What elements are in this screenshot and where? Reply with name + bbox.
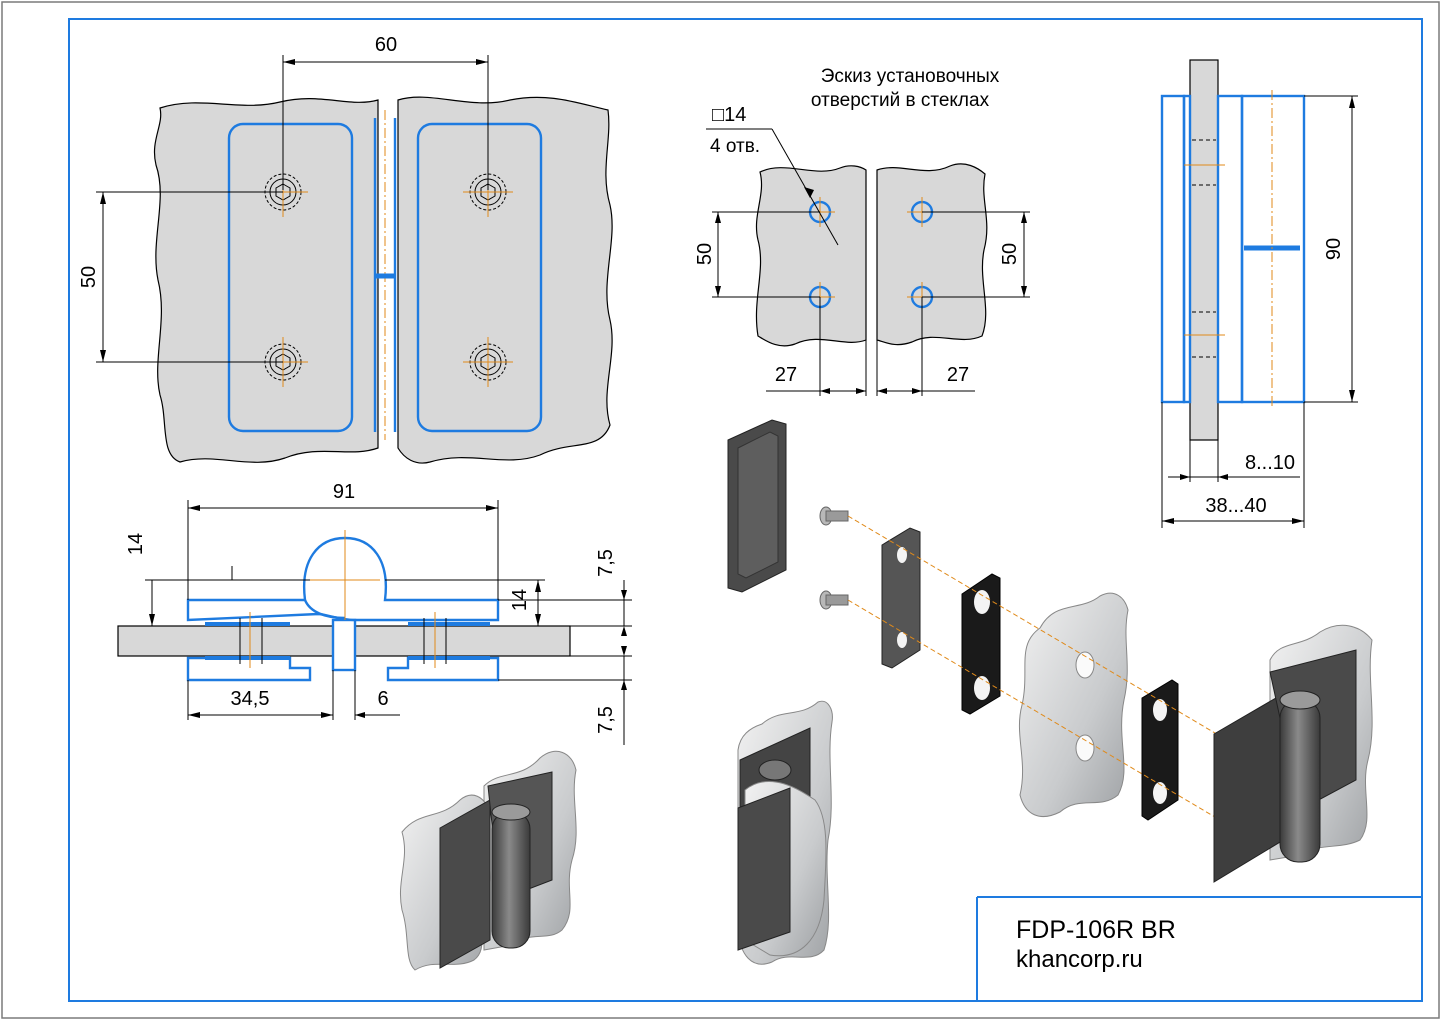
assembled-view-front — [399, 750, 577, 971]
title-block: FDP-106R BR khancorp.ru — [976, 896, 1422, 1001]
dim-50-sketch-right: 50 — [999, 243, 1021, 265]
gasket-left — [961, 573, 1001, 715]
glass-panel-left — [154, 98, 379, 463]
glass-piece — [1018, 592, 1129, 817]
sketch-title-line1: Эскиз установочных — [821, 66, 1000, 87]
dim-50-front: 50 — [78, 266, 100, 288]
dim-50-sketch-left: 50 — [694, 243, 716, 265]
section-view: 91 14 14 7,5 7,5 34,5 6 — [117, 481, 632, 745]
dim-60: 60 — [375, 34, 397, 56]
dim-7-5-bottom: 7,5 — [595, 706, 617, 734]
dim-6: 6 — [377, 688, 388, 710]
front-view: 60 50 — [78, 34, 613, 464]
dim-38-40: 38...40 — [1205, 495, 1266, 517]
dim-8-10: 8...10 — [1245, 452, 1295, 474]
hole-count-label: 4 отв. — [710, 136, 760, 157]
gasket-right — [1141, 679, 1179, 821]
dim-14-plate: 14 — [509, 589, 531, 611]
assembled-view-back — [737, 700, 833, 965]
screw-hole-bottom-right — [463, 337, 513, 387]
glass-panel-right — [397, 96, 613, 464]
screw-bottom — [819, 590, 849, 610]
hinge-plate-left — [227, 122, 354, 433]
dim-34-5: 34,5 — [231, 688, 270, 710]
sketch-glass-left — [755, 165, 867, 347]
side-view: 90 8...10 38...40 — [1160, 59, 1358, 528]
dim-14-knuckle: 14 — [125, 533, 147, 555]
hinge-body — [1213, 624, 1373, 883]
hole-size-label: □14 — [712, 104, 746, 126]
sketch-title-line2: отверстий в стеклах — [811, 90, 990, 111]
screw-top — [819, 506, 849, 526]
website: khancorp.ru — [1016, 946, 1143, 973]
model-name: FDP-106R BR — [1016, 916, 1176, 944]
sketch-glass-right — [876, 163, 988, 346]
hole-sketch: Эскиз установочных отверстий в стеклах □… — [694, 66, 1030, 396]
mounting-plate — [881, 527, 921, 669]
dim-91: 91 — [333, 481, 355, 503]
exploded-view — [727, 419, 1373, 883]
drawing-frame — [68, 18, 1423, 1002]
dim-27-left: 27 — [775, 364, 797, 386]
hinge-plate-right — [416, 122, 543, 433]
dim-90: 90 — [1323, 238, 1345, 260]
dim-27-right: 27 — [947, 364, 969, 386]
dim-7-5-top: 7,5 — [595, 549, 617, 577]
